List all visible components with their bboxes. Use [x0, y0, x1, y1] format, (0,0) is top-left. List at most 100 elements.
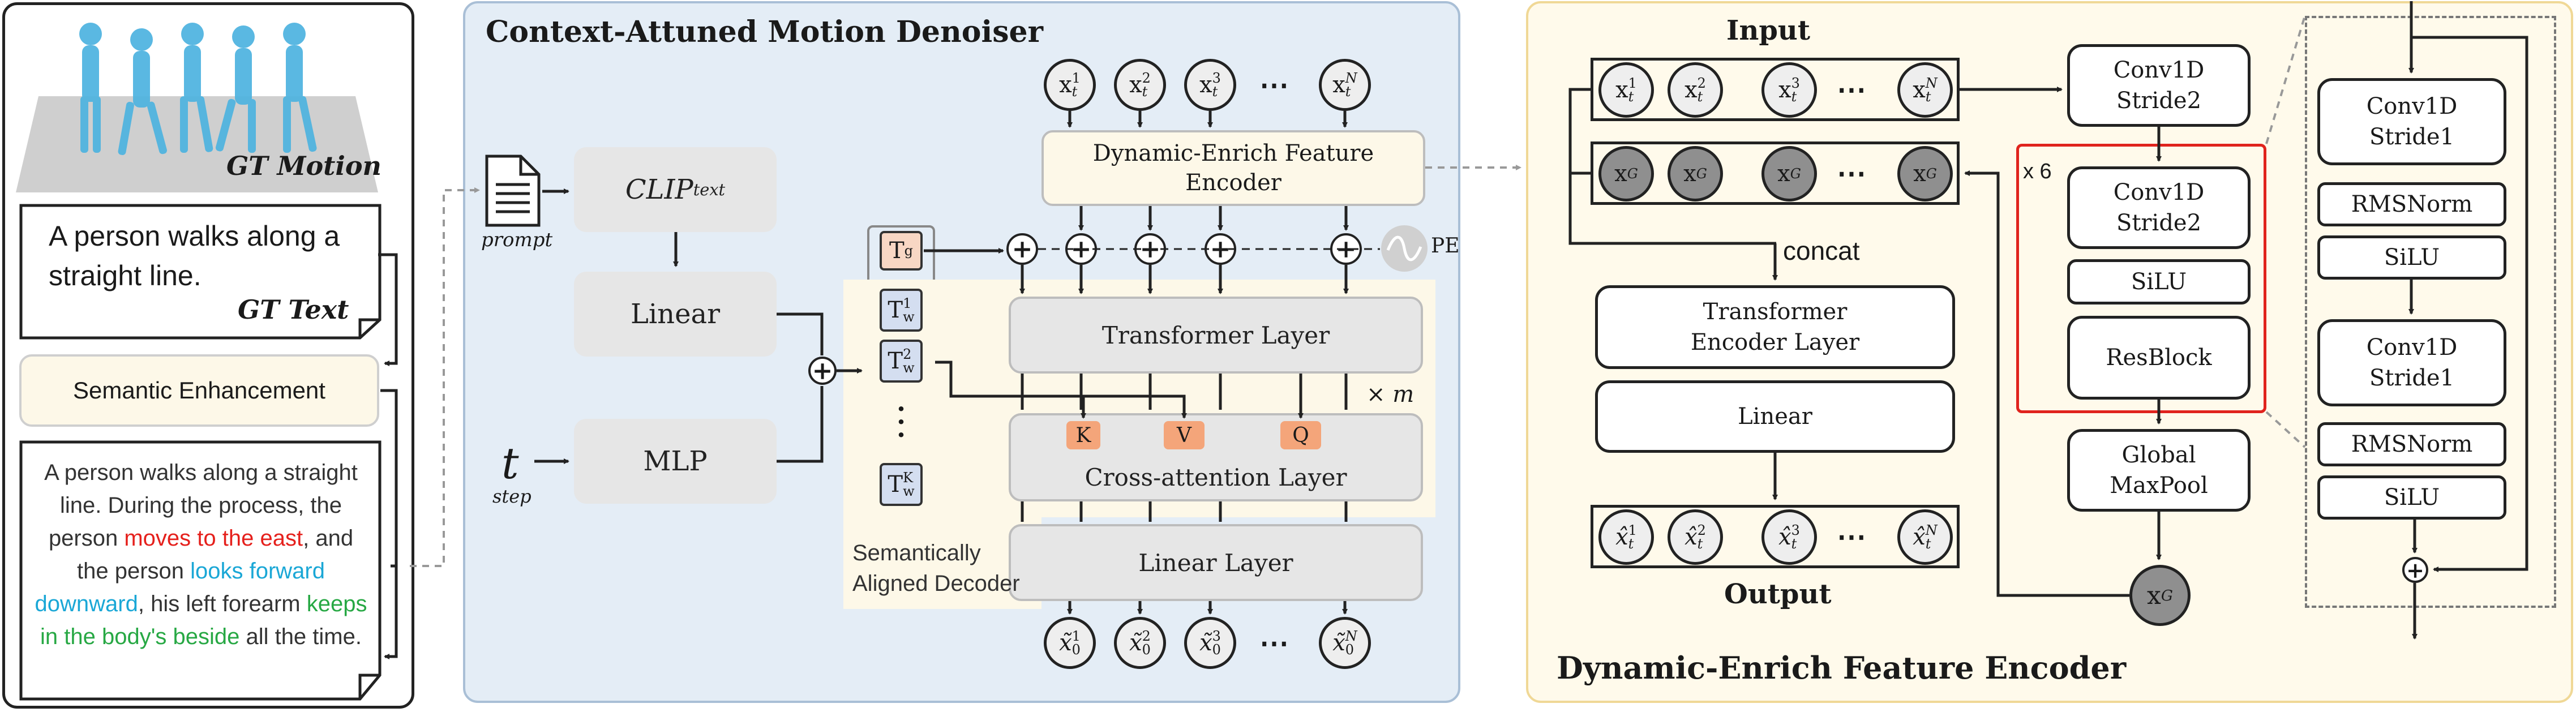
- tw2-label: T: [888, 348, 903, 374]
- prompt-document-icon: [485, 155, 541, 227]
- pe-add-icon-0: +: [1006, 233, 1038, 265]
- conv-stride2-label-a: Conv1D Stride2: [2113, 57, 2205, 114]
- mid-input-ellipsis: ⋯: [1259, 67, 1289, 102]
- tw1-sub: w: [903, 309, 915, 325]
- linear-label: Linear: [630, 298, 721, 330]
- walking-figures-image: [79, 23, 317, 155]
- output-label: Output: [1724, 578, 1832, 610]
- enhanced-text-p1: A person walks along a straight line. Du…: [44, 460, 358, 551]
- encoder-title: Dynamic-Enrich Feature Encoder: [1557, 650, 2127, 686]
- tw2-sub: w: [903, 360, 915, 376]
- tg-sub: g: [904, 243, 914, 259]
- dynamic-encoder-box: Dynamic-Enrich Feature Encoder: [1041, 130, 1425, 206]
- concat-label: concat: [1783, 236, 1860, 265]
- res-rmsnorm-box-1: RMSNorm: [2317, 182, 2506, 226]
- gt-text-note: [19, 204, 382, 340]
- residual-add-icon: +: [2402, 557, 2428, 583]
- tw2-sup: 2: [903, 346, 912, 362]
- enc-linear-label: Linear: [1738, 404, 1812, 430]
- output-token-row: [1591, 505, 1960, 568]
- resblock-label: ResBlock: [2106, 345, 2212, 371]
- tw1-sup: 1: [903, 295, 912, 311]
- mlp-label: MLP: [643, 445, 708, 477]
- conv-stride2-box-b: Conv1D Stride2: [2067, 166, 2251, 249]
- res-conv-box-2: Conv1D Stride1: [2317, 319, 2506, 406]
- twk-sub: w: [903, 483, 915, 499]
- value-label: V: [1177, 423, 1191, 447]
- times6-label: x 6: [2023, 160, 2052, 183]
- gt-motion-label: GT Motion: [226, 151, 382, 181]
- twk-sup: K: [903, 470, 913, 486]
- linear-layer-label: Linear Layer: [1138, 548, 1293, 577]
- enc-input-ellipsis: ⋯: [1837, 72, 1866, 107]
- input-label: Input: [1726, 15, 1810, 46]
- silu-box: SiLU: [2067, 259, 2251, 304]
- res-conv-box-1: Conv1D Stride1: [2317, 78, 2506, 165]
- gt-text-label: GT Text: [238, 294, 349, 325]
- aligned-decoder-lower-background: [843, 516, 1041, 609]
- res-silu-label-1: SiLU: [2384, 245, 2440, 271]
- timestep-t: t: [502, 438, 519, 488]
- query-badge: Q: [1280, 421, 1321, 449]
- global-maxpool-box: Global MaxPool: [2067, 429, 2251, 512]
- query-label: Q: [1292, 423, 1309, 447]
- res-silu-box-2: SiLU: [2317, 475, 2506, 520]
- enhanced-text-blue: looks forward downward: [35, 559, 325, 616]
- res-silu-label-2: SiLU: [2384, 484, 2440, 511]
- mlp-box: MLP: [574, 419, 777, 504]
- left-panel: [2, 2, 414, 709]
- key-label: K: [1075, 423, 1091, 447]
- cross-attention-label: Cross-attention Layer: [1085, 464, 1347, 491]
- repeat-m-label: × m: [1366, 381, 1415, 408]
- linear-layer-box: Linear Layer: [1009, 524, 1423, 601]
- conv-stride2-box-a: Conv1D Stride2: [2067, 44, 2251, 127]
- prompt-label: prompt: [481, 229, 553, 251]
- enhanced-text: A person walks along a straight line. Du…: [34, 456, 368, 653]
- transformer-encoder-box: Transformer Encoder Layer: [1595, 285, 1955, 369]
- gt-text-body: A person walks along a straight line.: [49, 220, 340, 291]
- linear-box: Linear: [574, 272, 777, 357]
- enhanced-text-red: moves to the east: [124, 526, 303, 551]
- dynamic-encoder-label: Dynamic-Enrich Feature Encoder: [1092, 140, 1374, 196]
- token-vertical-ellipsis: ···: [896, 393, 906, 450]
- enhanced-text-p3: , his left forearm: [138, 591, 307, 616]
- resblock-box: ResBlock: [2067, 316, 2251, 400]
- res-rmsnorm-label-1: RMSNorm: [2351, 191, 2473, 217]
- resblock-detail-frame: [2305, 16, 2556, 608]
- pe-label: PE: [1431, 234, 1460, 258]
- transformer-layer-box: Transformer Layer: [1009, 297, 1423, 374]
- key-badge: K: [1066, 421, 1100, 449]
- enhanced-text-p4: all the time.: [239, 624, 362, 649]
- clip-sub: text: [693, 180, 726, 199]
- res-rmsnorm-box-2: RMSNorm: [2317, 422, 2506, 466]
- clip-label: CLIP: [625, 174, 693, 205]
- semantic-enhancement-box: Semantic Enhancement: [19, 354, 379, 427]
- input-token-row: [1591, 58, 1960, 121]
- repeat-block-frame: [2016, 144, 2266, 413]
- enc-linear-box: Linear: [1595, 380, 1955, 453]
- denoiser-title: Context-Attuned Motion Denoiser: [486, 15, 1044, 49]
